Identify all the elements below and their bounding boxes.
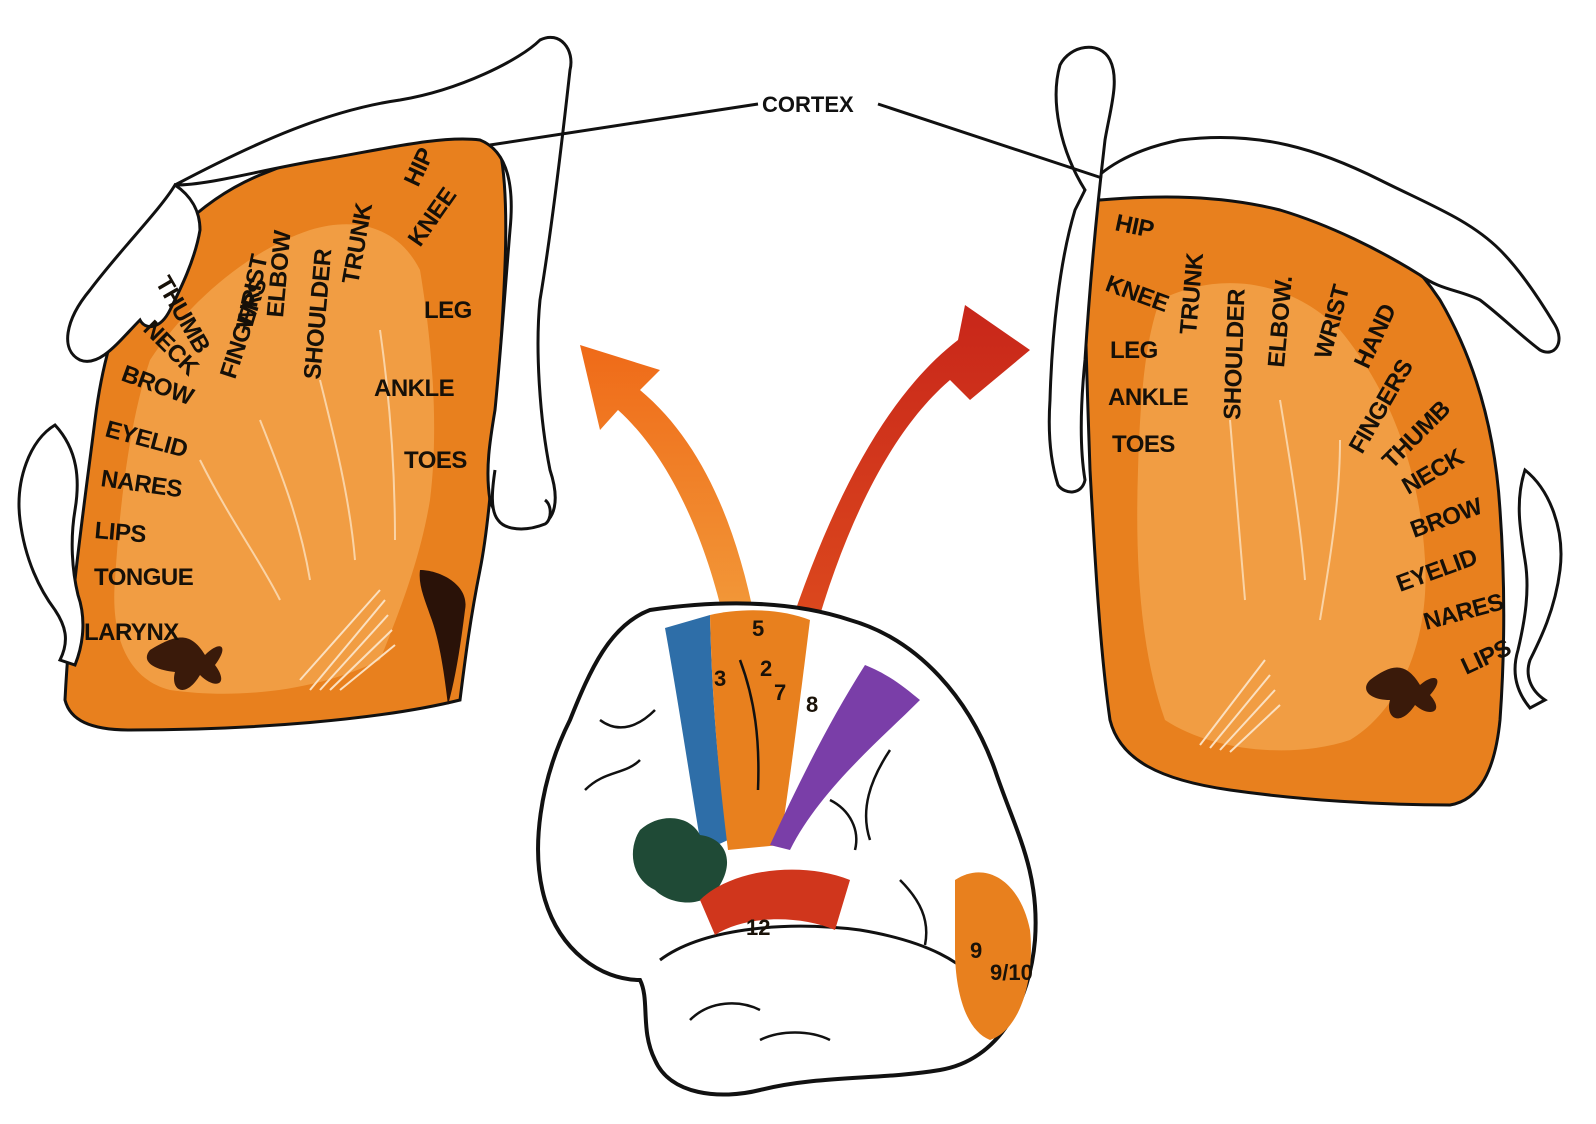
lateral-brain: 5 3 2 7 8 12 9 9/10 <box>538 603 1036 1094</box>
brain-area-9: 9 <box>970 938 982 963</box>
left-label-toes: TOES <box>404 447 467 474</box>
left-label-leg: LEG <box>424 297 472 324</box>
brain-area-2: 2 <box>760 656 772 681</box>
brain-area-9-10: 9/10 <box>990 960 1033 985</box>
right-label-leg: LEG <box>1110 337 1158 364</box>
left-label-ankle: ANKLE <box>374 375 455 402</box>
right-label-toes: TOES <box>1112 431 1175 458</box>
right-label-shoulder: SHOULDER <box>1219 289 1251 421</box>
brain-area-12: 12 <box>746 915 770 940</box>
cortex-callout: CORTEX <box>490 92 1102 178</box>
left-curved-arrow <box>580 345 755 625</box>
left-label-larynx: LARYNX <box>84 619 179 646</box>
cortex-label: CORTEX <box>762 92 854 117</box>
brain-area-7: 7 <box>774 680 786 705</box>
right-homunculus-face <box>1515 470 1561 708</box>
brain-area-3: 3 <box>714 666 726 691</box>
brain-area-8: 8 <box>806 692 818 717</box>
brain-area-5: 5 <box>752 616 764 641</box>
right-label-ankle: ANKLE <box>1108 384 1189 411</box>
left-label-tongue: TONGUE <box>94 564 194 591</box>
left-homunculus-face <box>19 425 83 665</box>
left-label-lips: LIPS <box>93 517 147 548</box>
